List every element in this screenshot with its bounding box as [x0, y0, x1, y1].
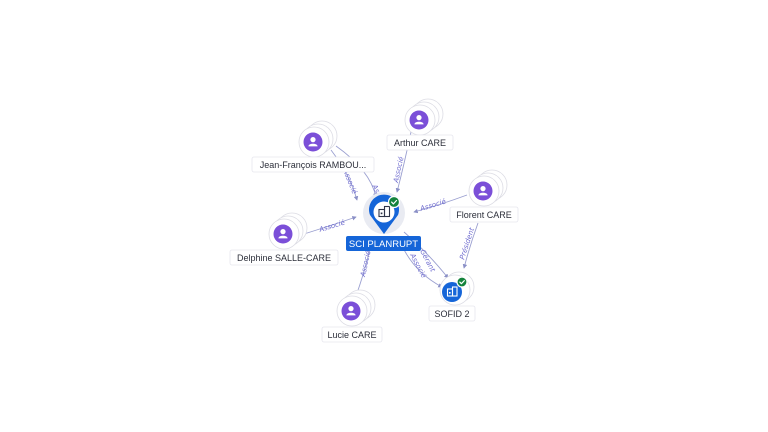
node-sci-planrupt[interactable]: SCI PLANRUPT [346, 192, 421, 251]
check-badge-icon [387, 195, 401, 209]
node-florent[interactable]: Florent CARE [449, 169, 519, 223]
building-icon [446, 286, 458, 297]
node-label-jean-francois: Jean-François RAMBOU... [260, 160, 367, 170]
edge-label-lucie: Associé [359, 249, 373, 278]
edge-florent [413, 194, 468, 214]
edge-label-arthur: Associé [392, 155, 406, 184]
node-label-florent: Florent CARE [456, 210, 512, 220]
main-node-label: SCI PLANRUPT [349, 239, 418, 250]
edge-label-delphine: Associé [317, 218, 346, 234]
node-label-lucie: Lucie CARE [327, 330, 376, 340]
edge-jean-francois [330, 149, 359, 201]
node-jean-francois[interactable]: Jean-François RAMBOU... [251, 120, 375, 173]
node-arthur[interactable]: Arthur CARE [386, 98, 454, 151]
node-label-arthur: Arthur CARE [394, 138, 446, 148]
edge-label-florent: Associé [418, 197, 447, 213]
node-delphine[interactable]: Delphine SALLE-CARE [229, 212, 339, 266]
node-sofid-2[interactable]: SOFID 2 [428, 271, 476, 322]
node-lucie[interactable]: Lucie CARE [321, 289, 383, 343]
edge-main-sofid-2 [403, 231, 449, 279]
check-badge-icon [456, 276, 468, 288]
edge-florent-sofid [462, 222, 479, 269]
building-icon [378, 205, 391, 218]
edge-label-florent-sofid: Président [458, 227, 476, 261]
node-label-delphine: Delphine SALLE-CARE [237, 253, 331, 263]
node-label-sofid-2: SOFID 2 [434, 309, 469, 319]
edge-delphine [303, 216, 357, 235]
